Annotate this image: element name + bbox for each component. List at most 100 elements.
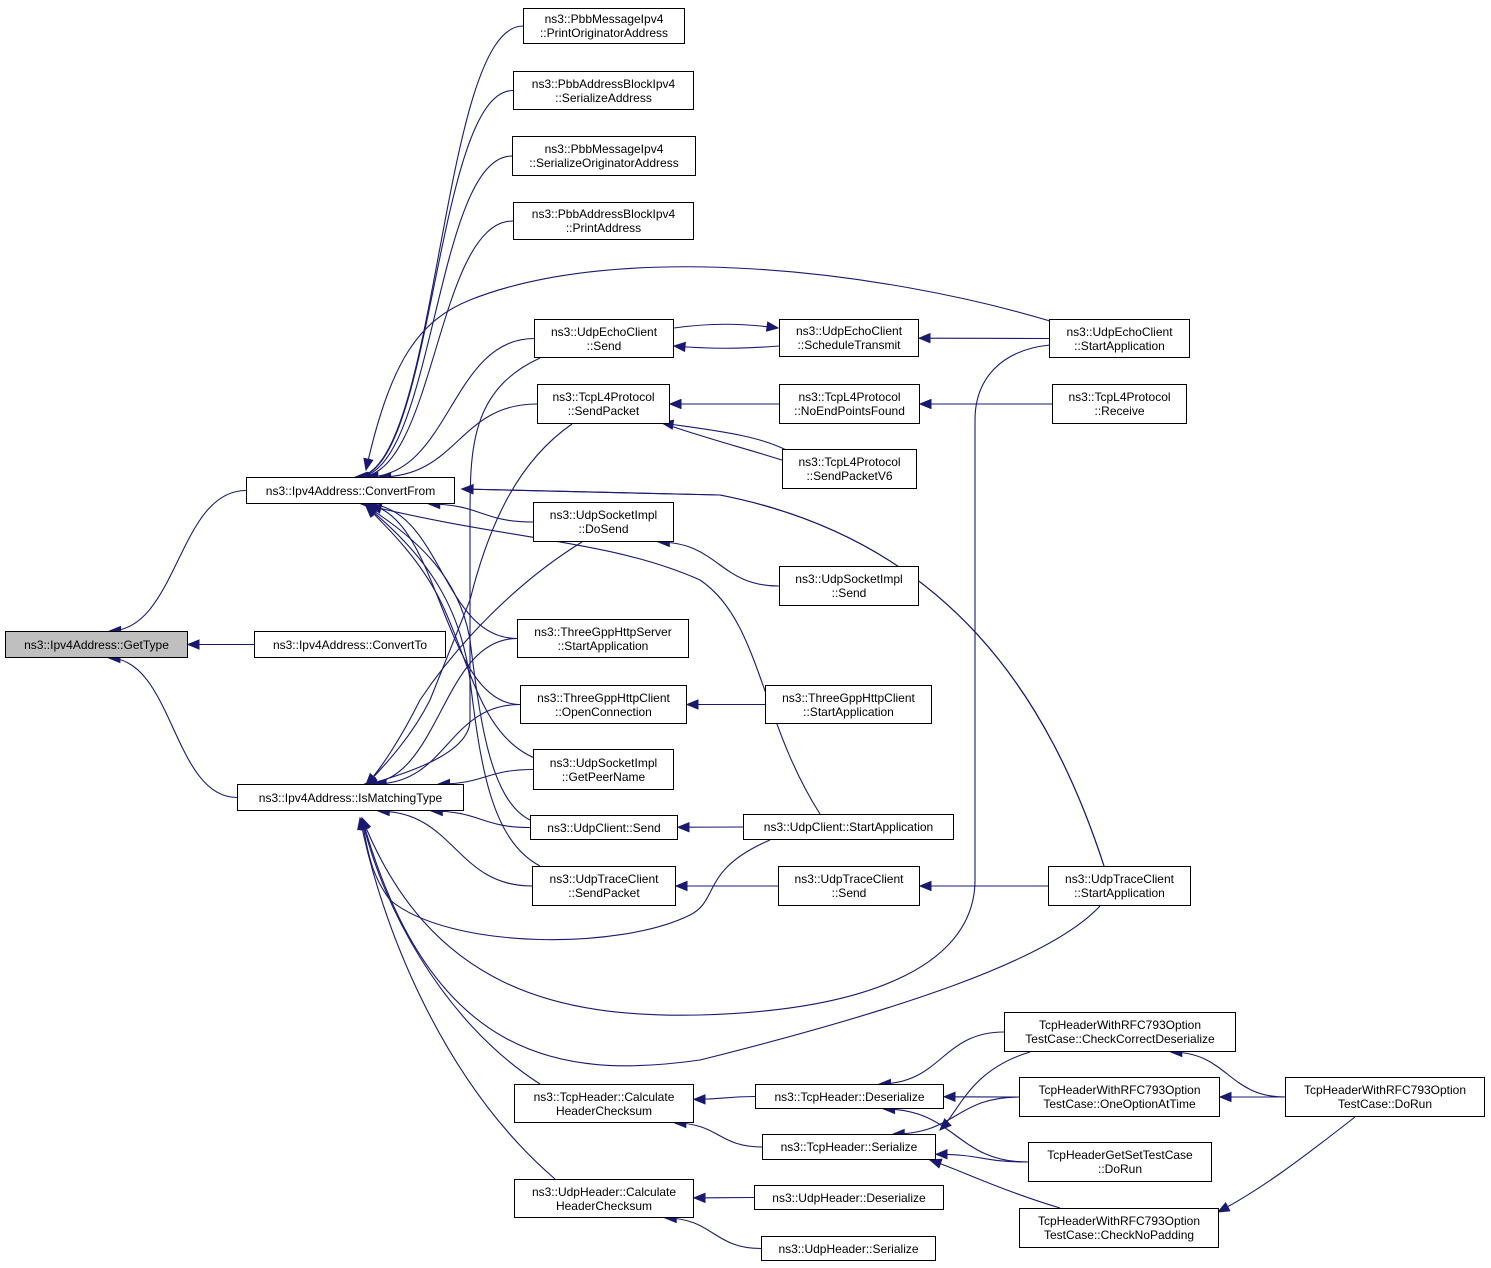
node-udp-echo-schedule-transmit[interactable]: ns3::UdpEchoClient::ScheduleTransmit: [779, 319, 919, 357]
edge-udp_client_send-to-convert_from: [364, 505, 531, 821]
edge-udp_trace_start-to-udp_trace_send: [918, 880, 1048, 892]
node-label-line: ::SendPacketV6: [806, 469, 893, 483]
edge-line: [358, 220, 514, 478]
edge-line: [365, 505, 531, 821]
node-label-line: ::OpenConnection: [555, 704, 652, 719]
node-pbb-block-serialize-address[interactable]: ns3::PbbAddressBlockIpv4::SerializeAddre…: [513, 71, 694, 110]
edge-rfc793_dorun-to-rfc793_one_option: [1218, 1091, 1285, 1103]
node-label-line: HeaderChecksum: [555, 1103, 653, 1118]
node-label-line: ns3::TcpHeader::Serialize: [780, 1140, 918, 1154]
node-udp-socket-get-peer-name[interactable]: ns3::UdpSocketImpl::GetPeerName: [533, 749, 674, 790]
node-tcp-l4-receive[interactable]: ns3::TcpL4Protocol::Receive: [1052, 384, 1187, 424]
edge-line: [879, 1031, 1005, 1085]
edge-tcp_hdr_deserialize-to-tcp_hdr_checksum: [692, 1094, 756, 1105]
edge-line: [365, 423, 573, 786]
node-label-line: ns3::UdpTraceClient: [549, 872, 659, 886]
node-pbb-message-print-originator[interactable]: ns3::PbbMessageIpv4::PrintOriginatorAddr…: [523, 8, 685, 44]
node-ipv4-convert-from[interactable]: ns3::Ipv4Address::ConvertFrom: [246, 477, 455, 504]
node-label-line: ns3::TcpL4Protocol: [1068, 390, 1171, 404]
node-tcp-l4-send-packet-v6[interactable]: ns3::TcpL4Protocol::SendPacketV6: [782, 449, 917, 489]
edge-udp_socket_send-to-udp_socket_dosend: [657, 536, 780, 587]
edge-getset_dorun-to-tcp_hdr_serialize: [934, 1149, 1029, 1163]
node-udp-socket-send[interactable]: ns3::UdpSocketImpl::Send: [779, 566, 919, 606]
edge-line: [357, 155, 513, 478]
node-label-line: ::PrintAddress: [565, 221, 642, 235]
node-label-line: ::DoRun: [1097, 1162, 1143, 1176]
edge-line: [361, 817, 1101, 1067]
node-label-line: ns3::Ipv4Address::IsMatchingType: [258, 790, 443, 805]
edge-arrowhead: [668, 398, 682, 410]
node-http-server-start-application[interactable]: ns3::ThreeGppHttpServer::StartApplicatio…: [517, 619, 689, 658]
edge-line: [359, 817, 556, 1180]
node-ipv4-convert-to[interactable]: ns3::Ipv4Address::ConvertTo: [254, 631, 446, 658]
node-pbb-message-serialize-originator[interactable]: ns3::PbbMessageIpv4::SerializeOriginator…: [512, 136, 696, 176]
node-ipv4-is-matching-type[interactable]: ns3::Ipv4Address::IsMatchingType: [237, 784, 464, 811]
node-label-line: ns3::TcpHeader::Calculate: [533, 1089, 675, 1104]
node-udp-echo-start-application[interactable]: ns3::UdpEchoClient::StartApplication: [1049, 319, 1190, 358]
edge-arrowhead: [928, 1158, 943, 1169]
edge-is_matching_type-to-get_type: [107, 652, 238, 799]
node-udp-client-start-application[interactable]: ns3::UdpClient::StartApplication: [743, 814, 954, 840]
node-tcp-header-deserialize[interactable]: ns3::TcpHeader::Deserialize: [755, 1084, 944, 1109]
node-udp-trace-start-application[interactable]: ns3::UdpTraceClient::StartApplication: [1048, 866, 1191, 906]
edge-arrowhead: [1216, 1202, 1231, 1213]
node-udp-client-send[interactable]: ns3::UdpClient::Send: [530, 815, 678, 840]
edge-line: [673, 345, 780, 349]
node-label-line: TcpHeaderWithRFC793Option: [1038, 1018, 1202, 1032]
edge-arrowhead: [692, 1094, 706, 1105]
node-tcp-l4-send-packet[interactable]: ns3::TcpL4Protocol::SendPacket: [537, 384, 670, 424]
edge-udp_hdr_deserialize-to-udp_hdr_checksum: [692, 1192, 755, 1204]
node-label-line: ns3::TcpL4Protocol: [798, 390, 901, 404]
node-label-line: ::GetPeerName: [561, 769, 646, 784]
edge-arrowhead: [765, 321, 780, 332]
node-udp-echo-client-send[interactable]: ns3::UdpEchoClient::Send: [534, 319, 674, 358]
node-label-line: ns3::UdpSocketImpl: [795, 572, 903, 586]
edge-arrowhead: [692, 1192, 706, 1204]
edge-line: [379, 403, 538, 478]
node-pbb-block-print-address[interactable]: ns3::PbbAddressBlockIpv4::PrintAddress: [513, 202, 694, 240]
node-tcp-header-serialize[interactable]: ns3::TcpHeader::Serialize: [762, 1134, 936, 1160]
node-label-line: ns3::TcpL4Protocol: [552, 390, 655, 404]
node-udp-trace-client-send[interactable]: ns3::UdpTraceClient::Send: [778, 866, 920, 906]
edge-line: [438, 768, 534, 785]
node-http-client-start-application[interactable]: ns3::ThreeGppHttpClient::StartApplicatio…: [765, 685, 932, 724]
node-label-line: ns3::UdpClient::StartApplication: [763, 820, 934, 834]
node-label-line: ns3::UdpEchoClient: [795, 324, 903, 338]
node-http-client-open-connection[interactable]: ns3::ThreeGppHttpClient::OpenConnection: [520, 685, 687, 724]
node-label-line: TestCase::CheckNoPadding: [1043, 1228, 1195, 1242]
edge-http_client_start-to-http_client_open: [685, 699, 765, 710]
node-label-line: ::SendPacket: [567, 404, 640, 418]
node-udp-header-deserialize[interactable]: ns3::UdpHeader::Deserialize: [754, 1185, 944, 1210]
edge-arrowhead: [942, 1091, 956, 1103]
node-tcp-l4-no-end-points-found[interactable]: ns3::TcpL4Protocol::NoEndPointsFound: [779, 384, 920, 424]
node-ipv4-get-type[interactable]: ns3::Ipv4Address::GetType: [5, 631, 188, 658]
node-label-line: ns3::UdpTraceClient: [1065, 872, 1174, 886]
node-label-line: ::Receive: [1094, 404, 1145, 418]
edge-rfc793_check_correct-to-tcp_hdr_deserialize: [878, 1031, 1005, 1090]
edge-line: [661, 422, 801, 467]
node-getset-test-do-run[interactable]: TcpHeaderGetSetTestCase::DoRun: [1028, 1142, 1212, 1182]
node-udp-socket-do-send[interactable]: ns3::UdpSocketImpl::DoSend: [533, 502, 674, 542]
edge-line: [673, 323, 779, 329]
node-label-line: ::StartApplication: [1074, 886, 1165, 900]
edge-line: [375, 703, 521, 785]
node-udp-trace-client-send-packet[interactable]: ns3::UdpTraceClient::SendPacket: [532, 866, 676, 906]
node-label-line: ns3::ThreeGppHttpServer: [534, 624, 672, 639]
edge-line: [378, 810, 533, 887]
node-udp-header-serialize[interactable]: ns3::UdpHeader::Serialize: [761, 1236, 936, 1261]
edge-udp_echo_send-to-udp_echo_schedule: [673, 321, 780, 332]
edge-tcp_send_packet-to-tcp_sendpacketv6: [661, 422, 802, 468]
edge-line: [1170, 1051, 1286, 1098]
node-label-line: ns3::PbbMessageIpv4: [544, 12, 664, 26]
edge-line: [461, 488, 1105, 867]
edge-line: [883, 1108, 1029, 1163]
edge-convert_from-to-get_type: [108, 489, 247, 637]
node-label-line: TcpHeaderWithRFC793Option: [1038, 1083, 1201, 1097]
edge-pbb_block_print-to-convert_from: [357, 220, 514, 483]
